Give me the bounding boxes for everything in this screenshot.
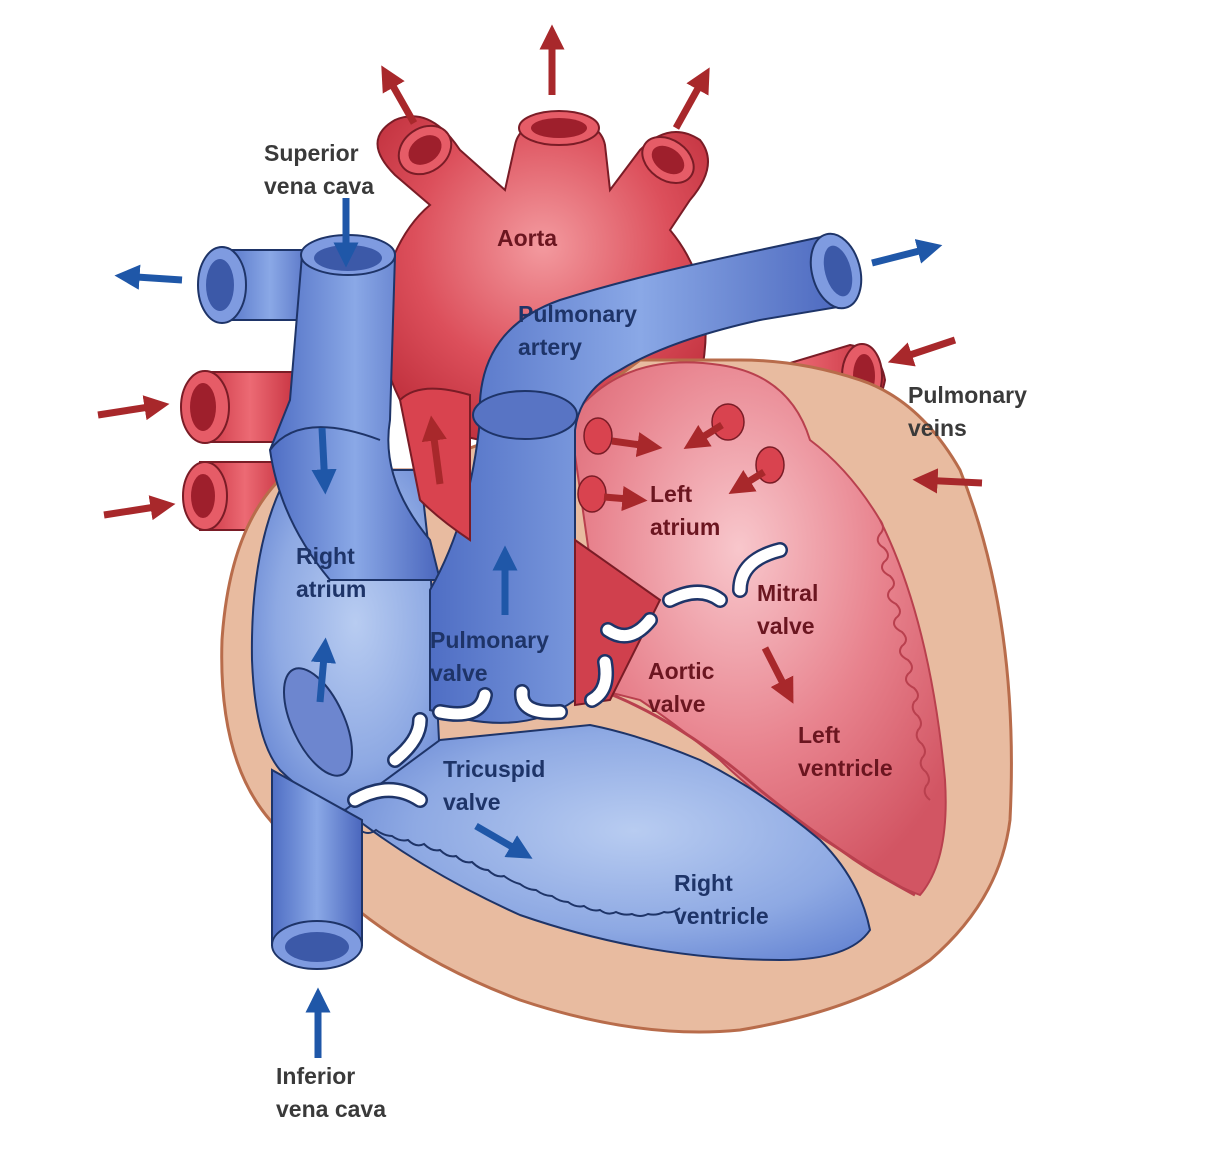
vena-cava-branch-arrow bbox=[114, 264, 183, 290]
pulmonary-vein-inflow-arrow bbox=[97, 395, 170, 421]
atrial-flow-arrow bbox=[310, 637, 337, 703]
pulmonary-artery bbox=[429, 232, 863, 724]
label-superior-vena-cava: Superior vena cava bbox=[264, 140, 374, 199]
valves bbox=[347, 542, 788, 808]
left-atrium-flow-arrow bbox=[683, 422, 724, 450]
mitral-valve-leaflet bbox=[734, 544, 786, 596]
pulmonary-vein-inflow-arrow bbox=[912, 468, 983, 494]
left-atrium-flow-arrow bbox=[611, 432, 663, 458]
pulmonary-valve-leaflet bbox=[434, 689, 491, 720]
label-tricuspid-valve: Tricuspid valve bbox=[443, 756, 546, 815]
aortic-root bbox=[574, 538, 662, 707]
label-aorta: Aorta bbox=[497, 225, 558, 251]
tricuspid-valve-leaflet bbox=[389, 714, 426, 766]
pulmonary-valve-leaflet bbox=[516, 686, 566, 718]
label-pulmonary-artery: Pulmonary artery bbox=[518, 301, 637, 360]
flow-arrows-oxygenated bbox=[97, 24, 983, 704]
label-left-ventricle: Left ventricle bbox=[798, 722, 893, 781]
superior-vena-cava bbox=[197, 234, 442, 581]
aorta-outflow-arrow bbox=[381, 65, 418, 125]
label-left-atrium: Left atrium bbox=[650, 481, 721, 540]
label-right-atrium: Right atrium bbox=[296, 543, 367, 602]
inferior-vena-cava bbox=[271, 768, 363, 970]
aortic-valve-leaflet bbox=[602, 614, 656, 642]
pulmonary-artery-outflow-arrow bbox=[871, 239, 943, 267]
aorta-outflow-arrow bbox=[672, 67, 710, 130]
right-ventricle-arrow bbox=[474, 822, 533, 859]
flow-arrows-deoxygenated bbox=[114, 198, 943, 1058]
right-atrium-arrow bbox=[311, 427, 337, 495]
left-ventricle-flow-arrow bbox=[761, 646, 794, 704]
label-mitral-valve: Mitral valve bbox=[757, 580, 819, 639]
label-pulmonary-valve: Pulmonary valve bbox=[430, 627, 549, 686]
label-right-ventricle: Right ventricle bbox=[674, 870, 769, 929]
pulmonary-vein-inflow-arrow bbox=[887, 336, 957, 367]
aorta-ascending-arrow bbox=[421, 415, 447, 485]
left-atrium-flow-arrow bbox=[603, 485, 648, 512]
pulmonary-vein-inflow-arrow bbox=[103, 495, 176, 521]
right-chambers bbox=[250, 469, 872, 962]
left-chambers bbox=[568, 361, 947, 897]
label-inferior-vena-cava: Inferior vena cava bbox=[276, 1063, 386, 1122]
label-pulmonary-veins: Pulmonary veins bbox=[908, 382, 1027, 441]
left-atrium-flow-arrow bbox=[728, 469, 766, 494]
mitral-valve-leaflet bbox=[664, 587, 726, 606]
label-aortic-valve: Aortic valve bbox=[648, 658, 715, 717]
aortic-valve-leaflet bbox=[586, 656, 612, 706]
tricuspid-valve-leaflet bbox=[349, 784, 426, 806]
